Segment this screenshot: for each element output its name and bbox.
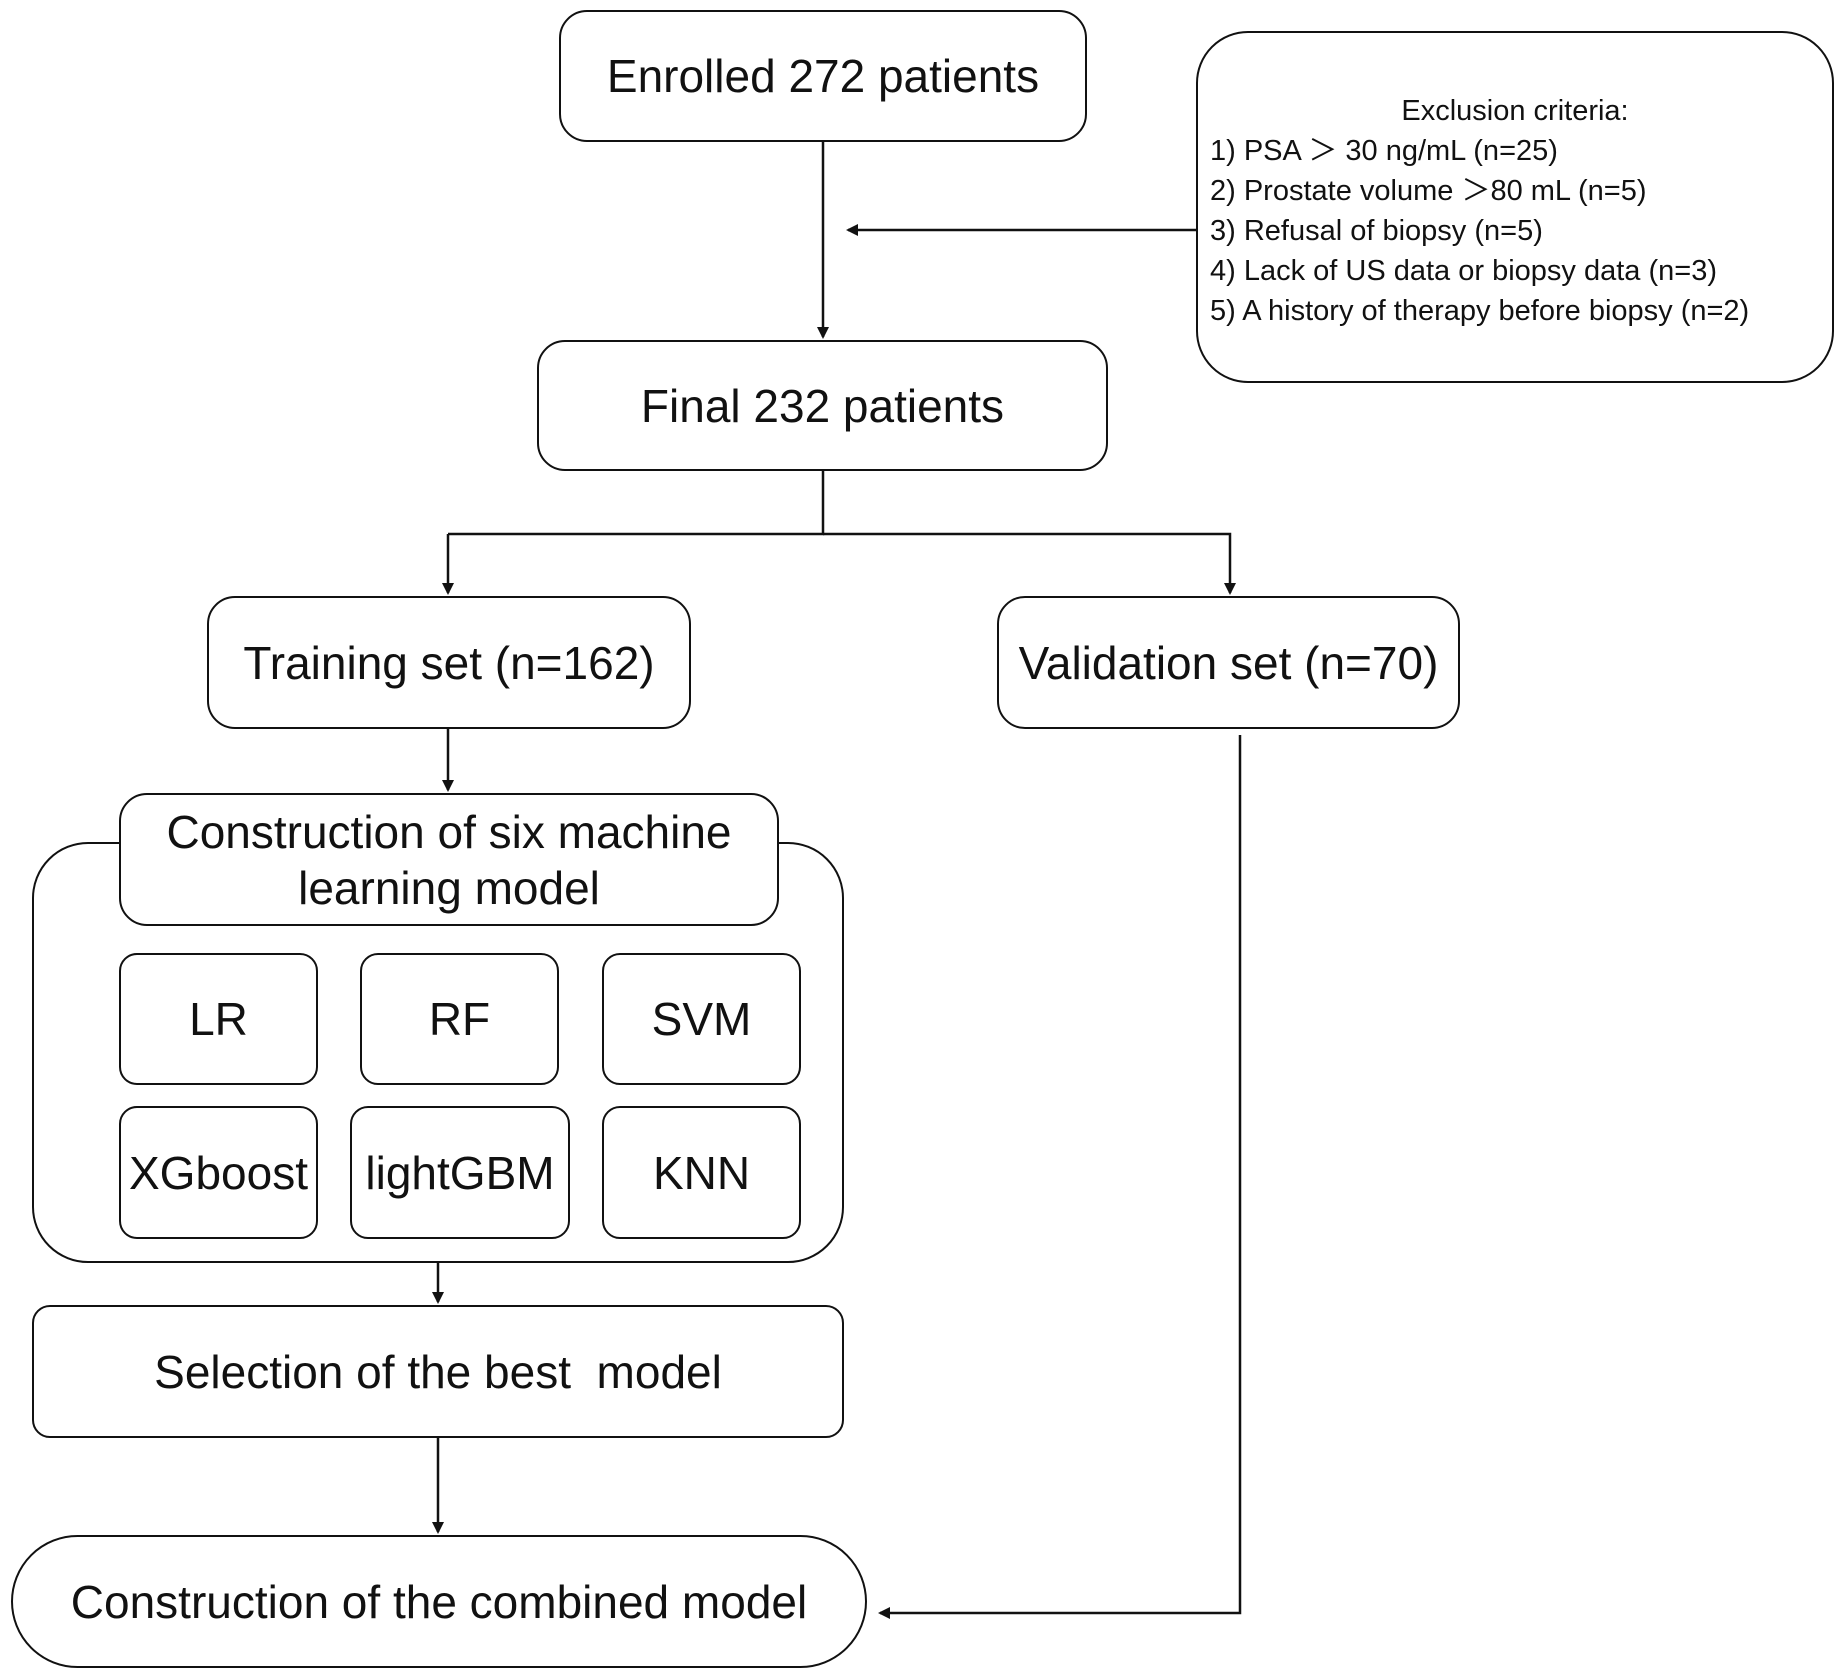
construction-label-line2: learning model <box>298 861 600 914</box>
enrolled-label: Enrolled 272 patients <box>606 50 1040 102</box>
training-set-node: Training set (n=162) <box>207 596 691 729</box>
combined-model-node: Construction of the combined model <box>11 1535 867 1668</box>
exclusion-title: Exclusion criteria: <box>1401 95 1629 127</box>
exclusion-item: 3) Refusal of biopsy (n=5) <box>1210 215 1543 247</box>
exclusion-item: 1) PSA ＞ 30 ng/mL (n=25) <box>1210 135 1558 167</box>
model-label: SVM <box>651 993 752 1045</box>
model-label: RF <box>428 993 491 1045</box>
model-box-svm: SVM <box>602 953 801 1085</box>
exclusion-item: 5) A history of therapy before biopsy (n… <box>1210 295 1750 327</box>
validation-set-label: Validation set (n=70) <box>1018 636 1439 689</box>
model-box-xgboost: XGboost <box>119 1106 318 1239</box>
exclusion-item: 4) Lack of US data or biopsy data (n=3) <box>1210 255 1717 287</box>
model-box-lr: LR <box>119 953 318 1085</box>
training-set-label: Training set (n=162) <box>243 636 655 689</box>
model-label: lightGBM <box>365 1146 555 1199</box>
construction-node: Construction of six machine learning mod… <box>119 793 779 926</box>
arrow-validation-to-combined <box>878 735 1242 1619</box>
final-node: Final 232 patients <box>537 340 1108 471</box>
combined-model-label: Construction of the combined model <box>70 1575 808 1628</box>
model-box-knn: KNN <box>602 1106 801 1239</box>
model-label: LR <box>189 993 248 1045</box>
final-label: Final 232 patients <box>640 379 1005 432</box>
model-label: XGboost <box>129 1146 308 1199</box>
model-box-rf: RF <box>360 953 559 1085</box>
exclusion-criteria-box: Exclusion criteria: 1) PSA ＞ 30 ng/mL (n… <box>1196 31 1834 383</box>
enrolled-node: Enrolled 272 patients <box>559 10 1087 142</box>
selection-label: Selection of the best model <box>154 1345 722 1398</box>
model-box-lightgbm: lightGBM <box>350 1106 570 1239</box>
exclusion-item: 2) Prostate volume ＞80 mL (n=5) <box>1210 175 1647 207</box>
selection-node: Selection of the best model <box>32 1305 844 1438</box>
validation-set-node: Validation set (n=70) <box>997 596 1460 729</box>
model-label: KNN <box>652 1146 751 1199</box>
branch-to-validation <box>823 532 1236 595</box>
branch-final <box>448 471 825 536</box>
construction-label-line1: Construction of six machine <box>166 805 732 858</box>
